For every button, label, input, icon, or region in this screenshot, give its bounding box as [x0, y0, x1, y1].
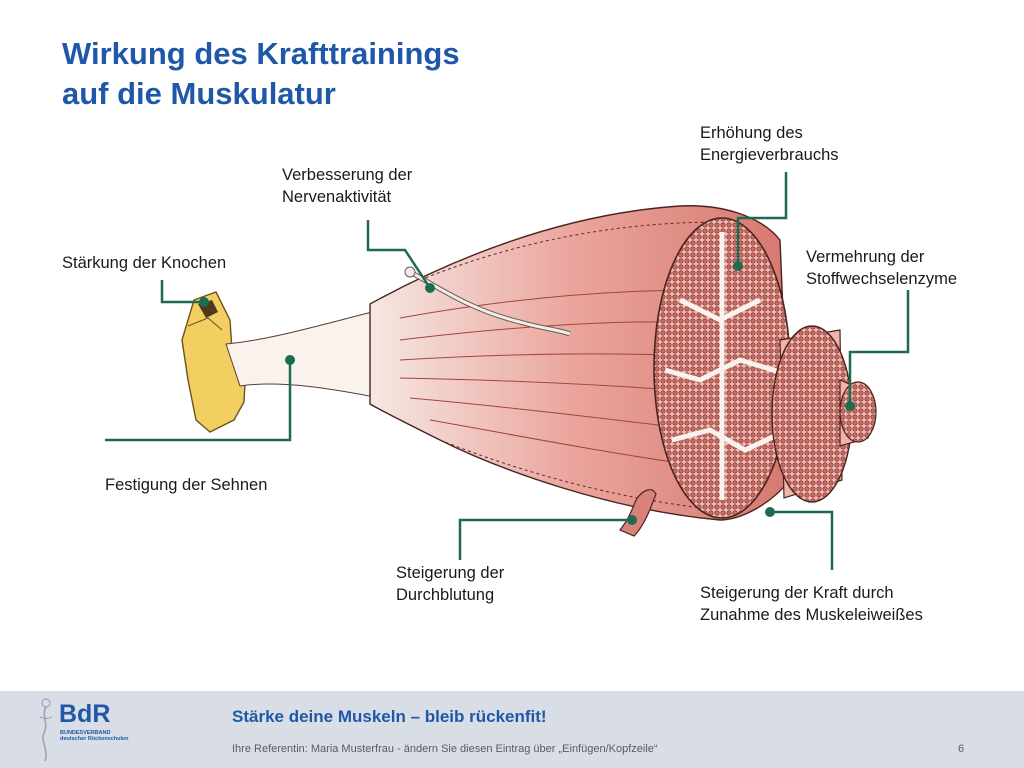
footer-presenter: Ihre Referentin: Maria Musterfrau - ände…: [232, 743, 658, 755]
callout-line-enzymes: [848, 290, 910, 406]
bdr-logo: BdR BUNDESVERBAND deutscher Rückenschule…: [36, 697, 128, 765]
label-tendons-text: Festigung der Sehnen: [105, 476, 268, 494]
callout-dot-nerves: [425, 283, 435, 293]
callout-line-energy: [736, 172, 788, 266]
label-blood-line-1: Steigerung der: [396, 564, 505, 582]
label-force-line-2: Zunahme des Muskeleiweißes: [700, 606, 923, 624]
label-bones: Stärkung der Knochen: [62, 252, 226, 274]
label-tendons: Festigung der Sehnen: [105, 474, 267, 496]
label-enzymes-line-2: Stoffwechselenzyme: [806, 270, 958, 288]
label-energy-line-2: Energieverbrauchs: [700, 146, 839, 164]
callout-dot-force: [765, 507, 775, 517]
label-enzymes: Vermehrung der Stoffwechselenzyme: [806, 246, 957, 290]
callout-dot-blood: [627, 515, 637, 525]
callout-dot-enzymes: [845, 401, 855, 411]
label-force-line-1: Steigerung der Kraft durch: [700, 584, 894, 602]
label-nerves-line-1: Verbesserung der: [282, 166, 413, 184]
callout-line-tendons: [105, 360, 292, 442]
slide-title: Wirkung des Krafttrainings auf die Musku…: [62, 34, 460, 114]
label-blood-line-2: Durchblutung: [396, 586, 495, 604]
logo-text: BdR: [59, 700, 111, 728]
logo-subtitle-line-1: BUNDESVERBAND: [60, 730, 111, 736]
callout-line-nerves: [366, 220, 432, 289]
label-blood: Steigerung der Durchblutung: [396, 562, 504, 606]
page-number: 6: [958, 743, 965, 755]
single-fiber: [839, 379, 877, 447]
label-force: Steigerung der Kraft durch Zunahme des M…: [700, 582, 923, 626]
callout-dot-energy: [733, 261, 743, 271]
slide-footer: BdR BUNDESVERBAND deutscher Rückenschule…: [0, 691, 1024, 768]
fascicle: [771, 325, 853, 503]
callout-line-bones: [160, 280, 204, 304]
label-energy: Erhöhung des Energieverbrauchs: [700, 122, 839, 166]
label-energy-line-1: Erhöhung des: [700, 124, 803, 142]
logo-subtitle: BUNDESVERBAND deutscher Rückenschulen: [60, 730, 128, 742]
spine-figure-icon: [39, 698, 53, 762]
label-nerves: Verbesserung der Nervenaktivität: [282, 164, 412, 208]
footer-tagline: Stärke deine Muskeln – bleib rückenfit!: [232, 707, 547, 726]
slide-title-line-2: auf die Muskulatur: [62, 76, 336, 111]
blood-vessel: [619, 489, 657, 537]
logo-subtitle-line-2: deutscher Rückenschulen: [60, 736, 129, 742]
tendon-shape: [225, 309, 391, 401]
callout-dot-tendons: [285, 355, 295, 365]
slide-title-line-1: Wirkung des Krafttrainings: [62, 36, 460, 71]
connective-septa: [664, 232, 781, 500]
muscle-diagram: [105, 172, 910, 570]
callout-dot-bones: [199, 297, 209, 307]
label-enzymes-line-1: Vermehrung der: [806, 248, 925, 266]
callout-line-blood: [458, 518, 632, 560]
label-nerves-line-2: Nervenaktivität: [282, 188, 392, 206]
label-bones-text: Stärkung der Knochen: [62, 254, 227, 272]
callout-line-force: [770, 510, 834, 570]
